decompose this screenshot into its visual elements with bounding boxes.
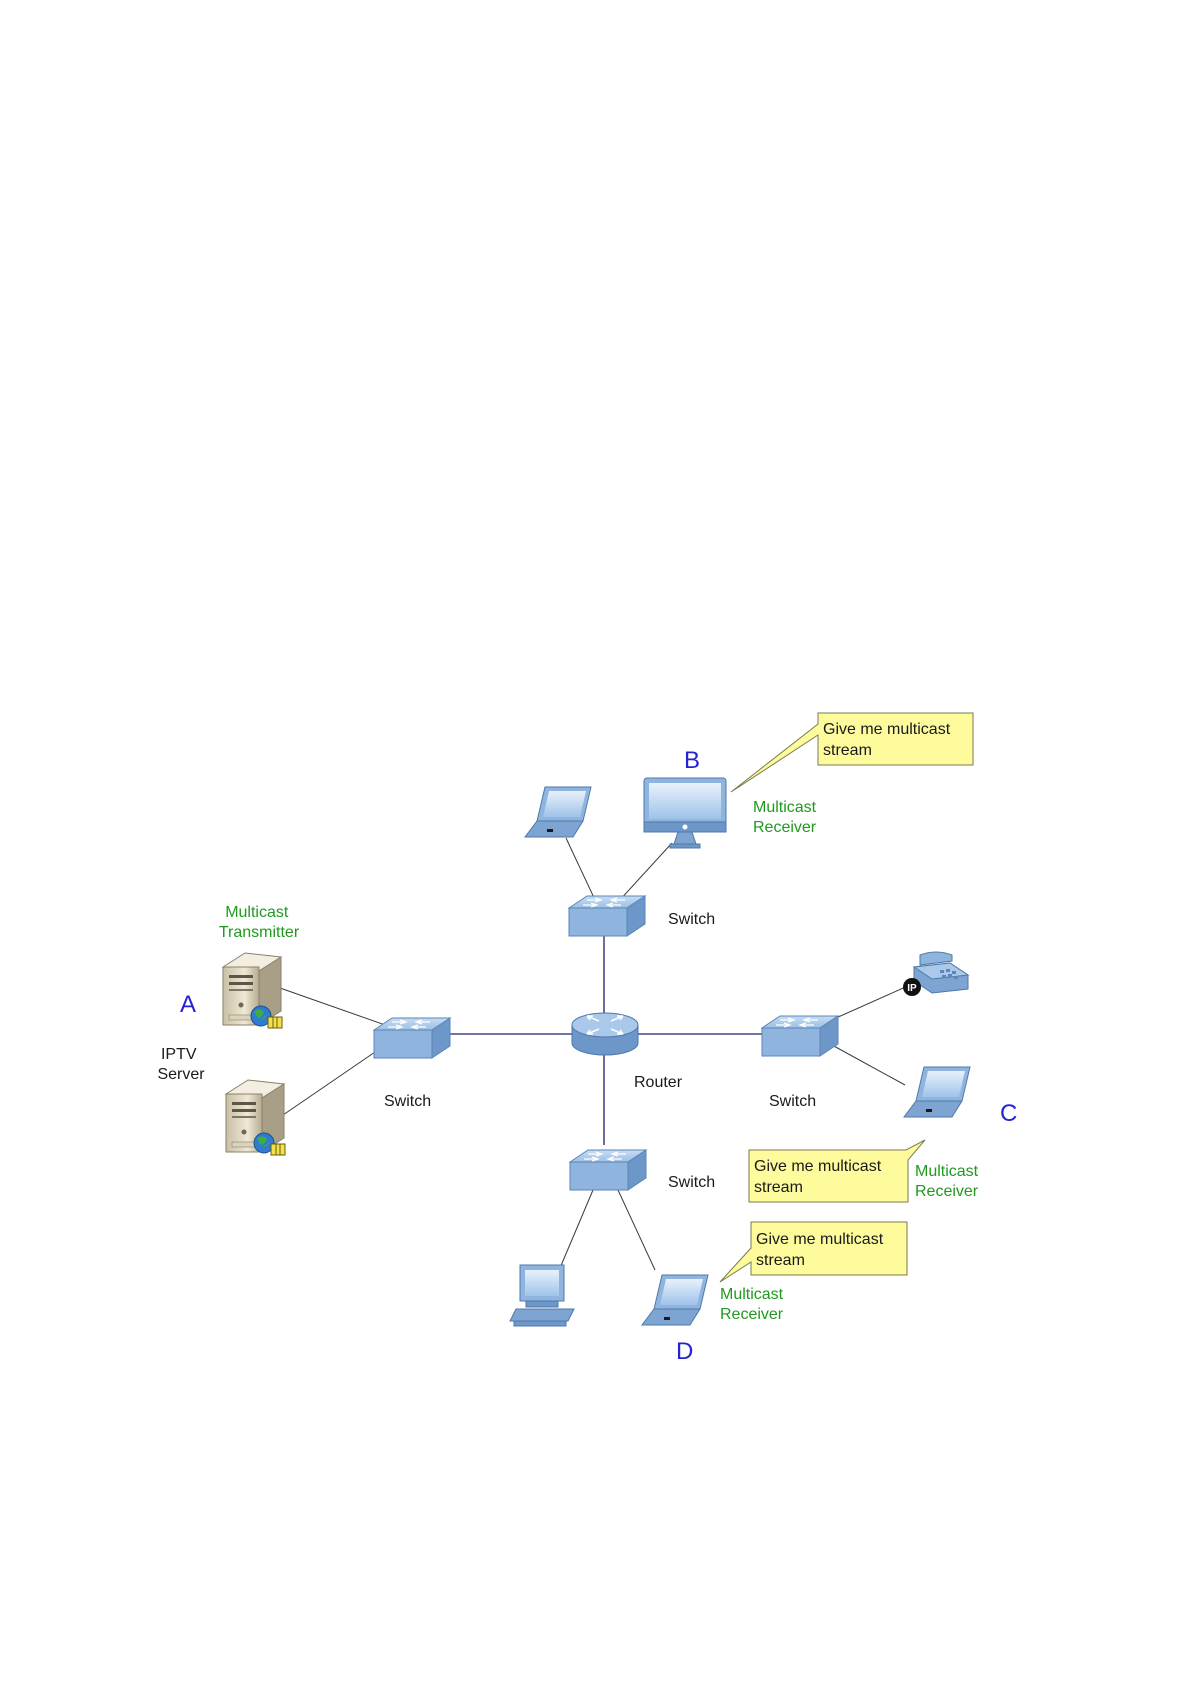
link-server1-switch [280,988,388,1026]
callout-b-line2: stream [823,742,872,759]
label-receiver-b-line1: Multicast [753,799,817,816]
label-transmitter: Multicast Transmitter [219,904,300,941]
desktop-computer-icon [510,1265,574,1326]
label-iptv-server: IPTV Server [157,1046,205,1083]
ip-badge-label: IP [907,983,917,994]
letter-a: A [180,991,196,1018]
switch-bottom-icon [570,1150,646,1190]
label-switch-bottom: Switch [668,1174,715,1191]
callout-c: Give me multicast stream [749,1140,925,1202]
label-router: Router [634,1074,683,1091]
router-icon [572,1013,638,1055]
callout-c-line1: Give me multicast [754,1158,882,1175]
letter-c: C [1000,1100,1017,1127]
label-receiver-b: Multicast Receiver [753,799,821,836]
label-receiver-c-line1: Multicast [915,1163,979,1180]
server-icon [226,1080,285,1155]
label-receiver-c-line2: Receiver [915,1183,979,1200]
label-switch-right: Switch [769,1093,816,1110]
label-switch-top: Switch [668,911,715,928]
link-top-switch-laptop [566,838,596,902]
link-bottom-switch-desktop [560,1190,593,1268]
imac-icon [644,778,726,848]
switch-right-icon [762,1016,838,1056]
letter-b: B [684,747,700,774]
label-receiver-d: Multicast Receiver [720,1286,788,1323]
letter-d: D [676,1338,693,1365]
laptop-icon [525,787,591,837]
label-receiver-b-line2: Receiver [753,819,817,836]
label-switch-left: Switch [384,1093,431,1110]
iptv-server-icon [223,953,282,1028]
label-receiver-d-line1: Multicast [720,1286,784,1303]
link-top-switch-imac [618,843,672,902]
label-receiver-d-line2: Receiver [720,1306,784,1323]
callout-b-line1: Give me multicast [823,721,951,738]
link-bottom-switch-laptop [618,1190,655,1270]
label-iptv-line1: IPTV [161,1046,197,1063]
label-iptv-line2: Server [157,1066,205,1083]
label-receiver-c: Multicast Receiver [915,1163,983,1200]
switch-left-icon [374,1018,450,1058]
link-right-switch-laptop [832,1045,905,1085]
ip-phone-icon: IP [903,952,968,996]
label-transmitter-line2: Transmitter [219,924,300,941]
callout-c-line2: stream [754,1179,803,1196]
switch-top-icon [569,896,645,936]
callout-d: Give me multicast stream [720,1222,907,1282]
link-right-switch-phone [836,985,910,1018]
callout-d-line1: Give me multicast [756,1231,884,1248]
laptop-icon [904,1067,970,1117]
callout-b: Give me multicast stream [731,713,973,792]
label-transmitter-line1: Multicast [225,904,289,921]
laptop-icon [642,1275,708,1325]
callout-d-line2: stream [756,1252,805,1269]
link-server2-switch [283,1050,378,1115]
